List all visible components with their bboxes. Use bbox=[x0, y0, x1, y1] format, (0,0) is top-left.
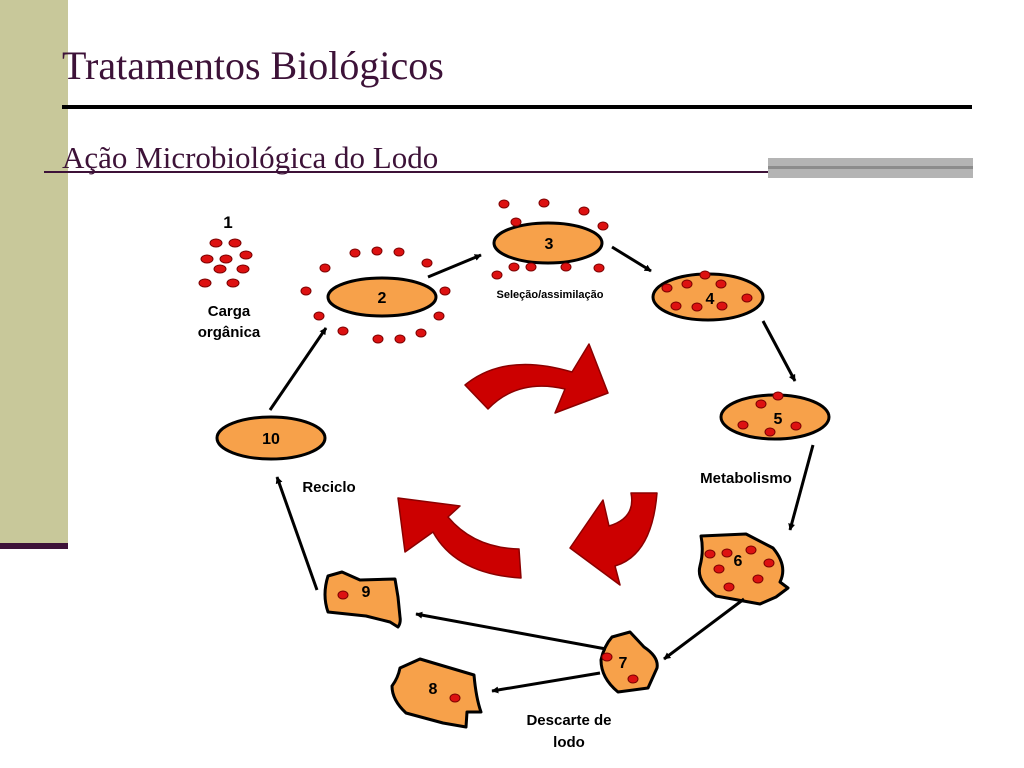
sidebar-foot-line bbox=[0, 543, 68, 549]
microorganisms-icon bbox=[737, 391, 802, 437]
arrow-icon bbox=[663, 597, 745, 661]
stage-5-caption: Metabolismo bbox=[700, 470, 792, 487]
organic-load-particles-icon bbox=[198, 238, 253, 288]
microorganisms-icon bbox=[449, 693, 461, 703]
stage-1-caption-line2: orgânica bbox=[198, 324, 261, 341]
microorganisms-icon bbox=[300, 246, 451, 344]
stage-7-sludge-flake: 7 bbox=[599, 630, 659, 694]
stage-8-caption-line2: lodo bbox=[553, 734, 585, 751]
stage-8-caption-line1: Descarte de bbox=[526, 712, 611, 729]
stage-2-number: 2 bbox=[378, 290, 387, 307]
page-title: Tratamentos Biológicos bbox=[62, 43, 444, 88]
microorganisms-icon bbox=[491, 198, 609, 280]
arrow-icon bbox=[761, 320, 797, 382]
stage-7-number: 7 bbox=[619, 655, 628, 672]
stage-6-sludge-flake: 6 bbox=[697, 532, 790, 606]
arrow-icon bbox=[275, 476, 319, 591]
stage-1-caption-line1: Carga bbox=[208, 303, 251, 320]
stage-5-number: 5 bbox=[774, 411, 783, 428]
curved-arrow-icon bbox=[397, 497, 522, 579]
curved-arrow-icon bbox=[569, 492, 658, 586]
microorganisms-icon bbox=[601, 652, 639, 684]
stage-3-number: 3 bbox=[545, 236, 554, 253]
stage-1-number: 1 bbox=[223, 213, 232, 232]
stage-10-recycle: 10 Reciclo bbox=[215, 415, 356, 496]
subtitle-divider bbox=[44, 171, 772, 173]
page-subtitle: Ação Microbiológica do Lodo bbox=[62, 140, 439, 175]
stage-8-sludge-flake: 8 Descarte de lodo bbox=[390, 657, 612, 751]
sidebar-decoration bbox=[0, 0, 68, 548]
stage-10-caption: Reciclo bbox=[302, 479, 355, 496]
title-divider bbox=[62, 105, 972, 109]
curved-arrow-icon bbox=[464, 343, 609, 414]
stage-4-floc: 4 bbox=[651, 270, 765, 322]
stage-3-caption: Seleção/assimilação bbox=[496, 289, 603, 301]
stage-2-floc: 2 bbox=[300, 246, 451, 344]
stage-9-number: 9 bbox=[362, 584, 371, 601]
microorganisms-icon bbox=[337, 590, 349, 600]
stage-1-organic-load: 1 Carga orgânica bbox=[198, 213, 261, 341]
stage-6-number: 6 bbox=[734, 553, 743, 570]
arrow-icon bbox=[268, 327, 328, 411]
accent-bar-line bbox=[768, 166, 973, 169]
stage-4-number: 4 bbox=[706, 291, 715, 308]
arrow-icon bbox=[427, 253, 482, 279]
stage-3-floc: 3 Seleção/assimilação bbox=[491, 198, 609, 301]
arrow-icon bbox=[788, 444, 815, 531]
stage-5-floc: 5 Metabolismo bbox=[700, 391, 831, 487]
stage-10-number: 10 bbox=[262, 431, 280, 448]
microorganisms-icon bbox=[704, 545, 775, 592]
arrow-icon bbox=[491, 671, 601, 694]
stage-8-number: 8 bbox=[429, 681, 438, 698]
arrow-icon bbox=[611, 245, 652, 273]
arrow-icon bbox=[415, 611, 607, 651]
stage-9-sludge-flake: 9 bbox=[323, 570, 402, 629]
microorganisms-icon bbox=[661, 270, 753, 312]
